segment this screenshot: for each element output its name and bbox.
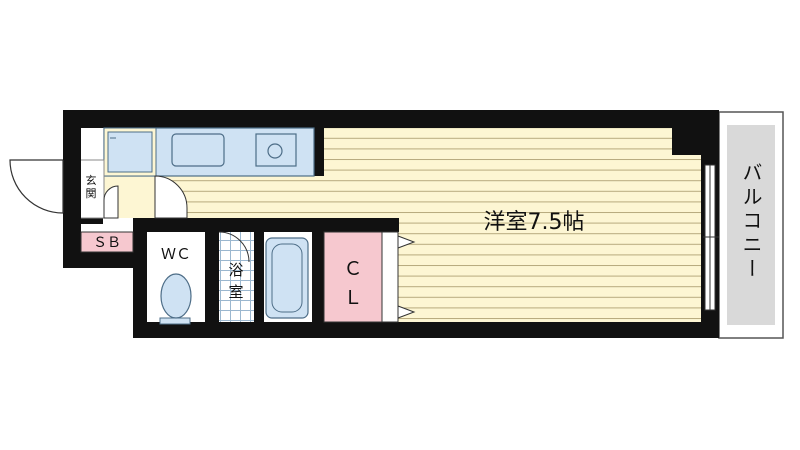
- closet-label-bottom: Ｌ: [343, 287, 362, 309]
- window: [703, 164, 719, 311]
- fridge-space: [107, 131, 153, 173]
- shoe-box: [80, 231, 134, 253]
- closet: [323, 231, 416, 323]
- bathroom: [218, 231, 312, 322]
- entrance-label-top: 玄: [86, 173, 97, 187]
- entrance-label-bottom: 関: [86, 187, 97, 200]
- sink-icon: [171, 133, 225, 167]
- balcony: [718, 111, 784, 339]
- shoe-box-label: ＳＢ: [93, 235, 121, 251]
- stove: [255, 133, 297, 167]
- bath-label-top: 浴: [228, 261, 243, 279]
- entrance: [9, 159, 188, 219]
- entrance-door-icon: [9, 159, 64, 214]
- toilet-room: [147, 232, 205, 325]
- toilet-bowl-icon: [160, 273, 192, 319]
- bath-label-bottom: 室: [228, 283, 243, 301]
- stove-burner-icon: [267, 143, 283, 159]
- closet-label-top: Ｃ: [343, 258, 362, 280]
- balcony-label: バルコニー: [739, 162, 763, 282]
- interior-walls: [81, 128, 399, 328]
- kitchen-counter: [103, 127, 315, 177]
- western-room-label: 洋室7.5帖: [484, 210, 585, 235]
- toilet-label: ＷＣ: [161, 245, 191, 263]
- toilet-tank: [159, 317, 191, 325]
